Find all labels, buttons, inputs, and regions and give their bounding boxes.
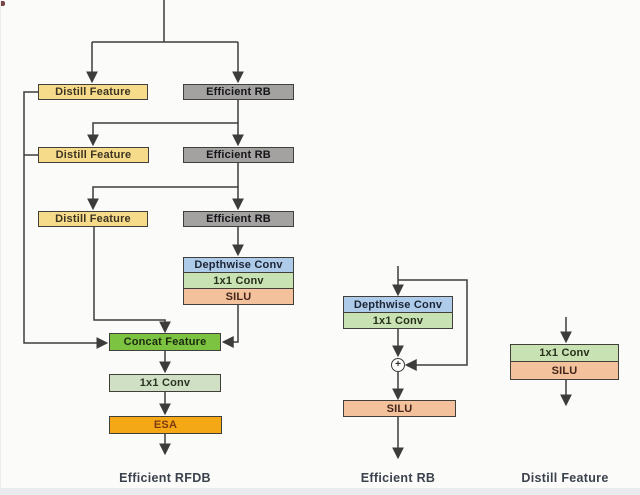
rfdb-1x1-conv-out: 1x1 Conv [109,374,221,392]
rfdb-depthwise-conv: Depthwise Conv [183,257,294,273]
caption-distill-feature: Distill Feature [521,471,609,485]
distill-silu: SILU [510,361,619,380]
rb-1x1-conv: 1x1 Conv [343,312,453,329]
rb-depthwise-conv: Depthwise Conv [343,296,453,313]
rfdb-distill-feature-1: Distill Feature [38,84,148,100]
rfdb-esa: ESA [109,416,222,434]
recording-dot [1,1,5,6]
caption-efficient-rb: Efficient RB [360,471,436,485]
rfdb-efficient-rb-3: Efficient RB [183,211,294,227]
rfdb-distill-feature-2: Distill Feature [38,147,149,163]
rfdb-efficient-rb-2: Efficient RB [183,147,294,163]
rb-add-node: + [391,358,405,372]
rfdb-silu: SILU [183,288,294,305]
caption-efficient-rfdb: Efficient RFDB [119,471,211,485]
rfdb-1x1-conv: 1x1 Conv [183,272,294,289]
rfdb-concat-feature: Concat Feature [109,333,221,351]
rfdb-efficient-rb-1: Efficient RB [183,84,294,100]
rfdb-distill-feature-3: Distill Feature [38,211,148,227]
rb-silu: SILU [343,400,456,417]
distill-1x1-conv: 1x1 Conv [510,344,619,362]
bottom-edge-strip [1,488,640,495]
